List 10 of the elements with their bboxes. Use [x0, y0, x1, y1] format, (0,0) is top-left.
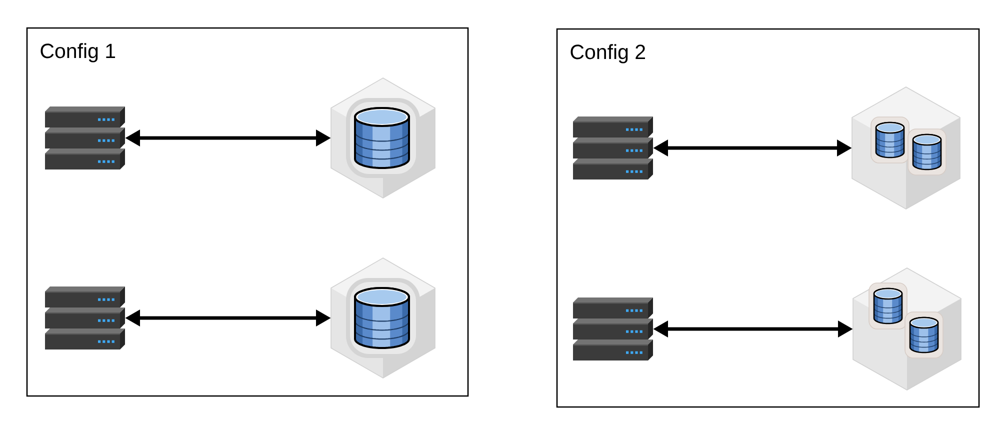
panel: Config 2 [556, 28, 980, 408]
database-icon [330, 258, 436, 378]
database-cluster-icon [852, 86, 960, 210]
server-icon [573, 116, 653, 180]
server-icon [45, 106, 125, 170]
database-cluster-icon [852, 268, 962, 390]
server-icon [573, 298, 653, 360]
server-icon [45, 286, 125, 350]
panel: Config 1 [26, 27, 469, 397]
database-icon [330, 78, 436, 198]
